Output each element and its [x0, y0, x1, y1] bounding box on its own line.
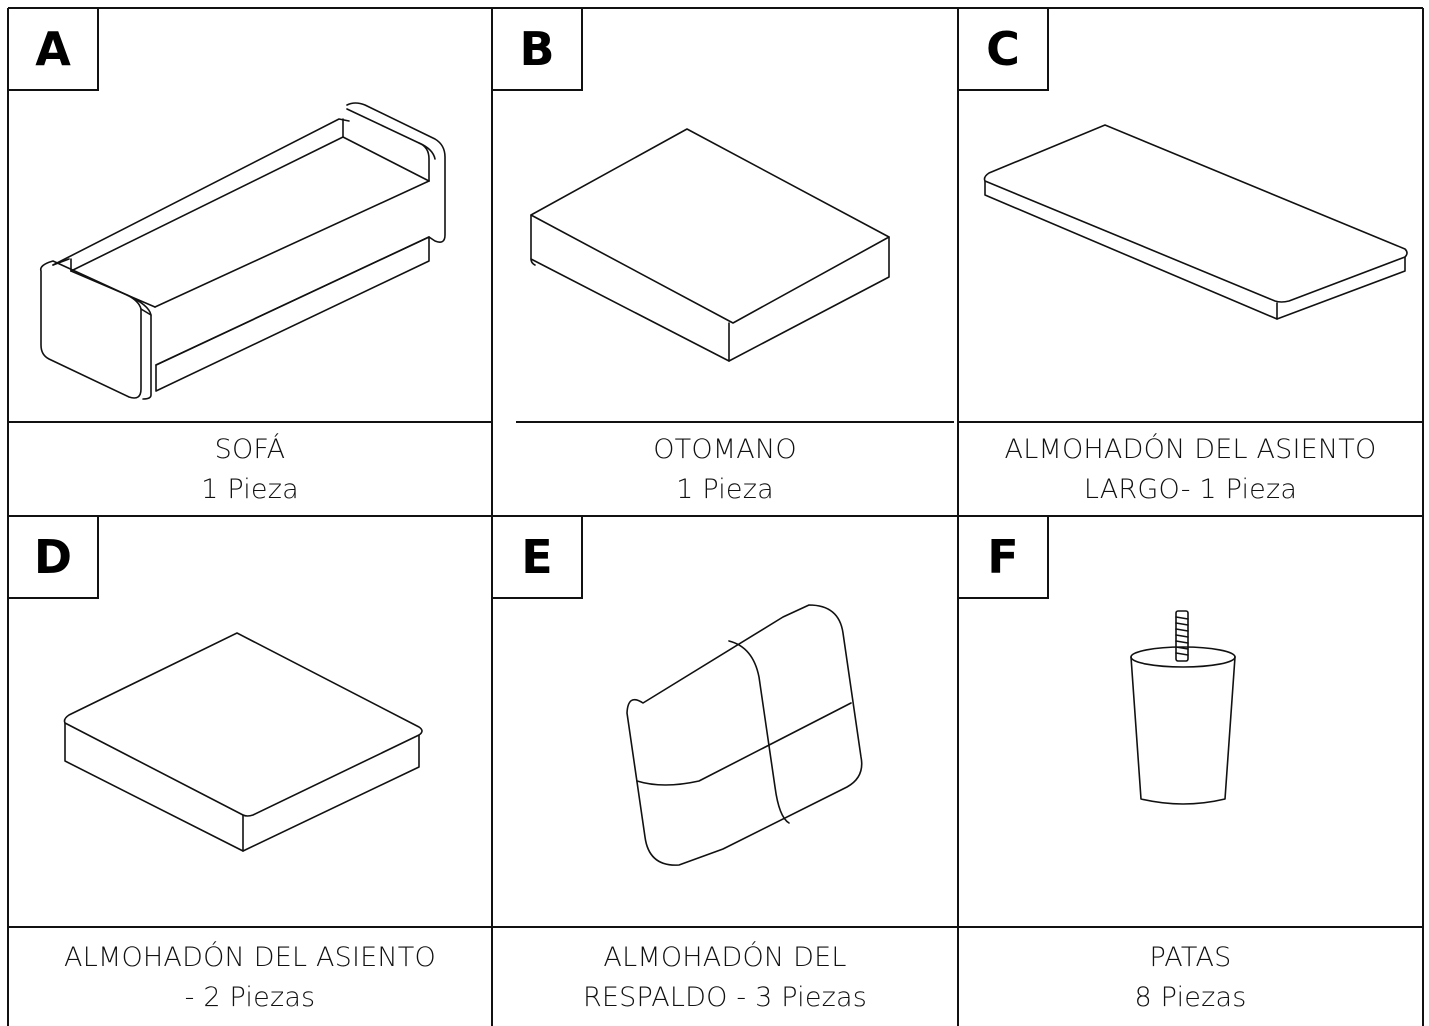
part-name-d: ALMOHADÓN DEL ASIENTO [64, 941, 436, 973]
part-cell-f: F [959, 517, 1422, 926]
part-cell-e: E [493, 517, 957, 926]
part-qty-f: 8 Piezas [1134, 981, 1247, 1013]
part-cell-d: D [9, 517, 491, 926]
part-qty-b: 1 Pieza [676, 473, 774, 505]
sofa-icon [39, 102, 446, 400]
long-seat-cushion-icon [983, 124, 1408, 320]
part-letter-e: E [493, 517, 583, 599]
part-name-b: OTOMANO [653, 433, 797, 465]
part-caption-d: ALMOHADÓN DEL ASIENTO - 2 Piezas [9, 929, 491, 1026]
part-cell-a: A [9, 9, 491, 421]
part-qty-a: 1 Pieza [201, 473, 299, 505]
part-name-c: ALMOHADÓN DEL ASIENTO [1004, 433, 1377, 465]
seat-cushion-icon [63, 632, 423, 852]
part-qty-e: RESPALDO - 3 Piezas [582, 981, 868, 1013]
part-letter-b: B [493, 9, 583, 91]
part-qty-c: LARGO- 1 Pieza [1083, 473, 1298, 505]
part-cell-b: B [493, 9, 957, 421]
part-caption-e: ALMOHADÓN DEL RESPALDO - 3 Piezas [493, 929, 957, 1026]
part-caption-c: ALMOHADÓN DEL ASIENTO LARGO- 1 Pieza [959, 424, 1422, 515]
part-name-e: ALMOHADÓN DEL [603, 941, 847, 973]
part-caption-a: SOFÁ 1 Pieza [9, 424, 491, 515]
part-name-f: PATAS [1149, 941, 1232, 973]
part-letter-d: D [9, 517, 99, 599]
part-caption-b: OTOMANO 1 Pieza [493, 424, 957, 515]
part-letter-a: A [9, 9, 99, 91]
part-caption-f: PATAS 8 Piezas [959, 929, 1422, 1026]
part-letter-c: C [959, 9, 1049, 91]
back-cushion-icon [626, 604, 863, 866]
part-qty-d: - 2 Piezas [184, 981, 316, 1013]
part-name-a: SOFÁ [214, 433, 286, 465]
part-cell-c: C [959, 9, 1422, 421]
part-letter-f: F [959, 517, 1049, 599]
leg-icon [1130, 610, 1236, 805]
ottoman-icon [530, 128, 890, 362]
